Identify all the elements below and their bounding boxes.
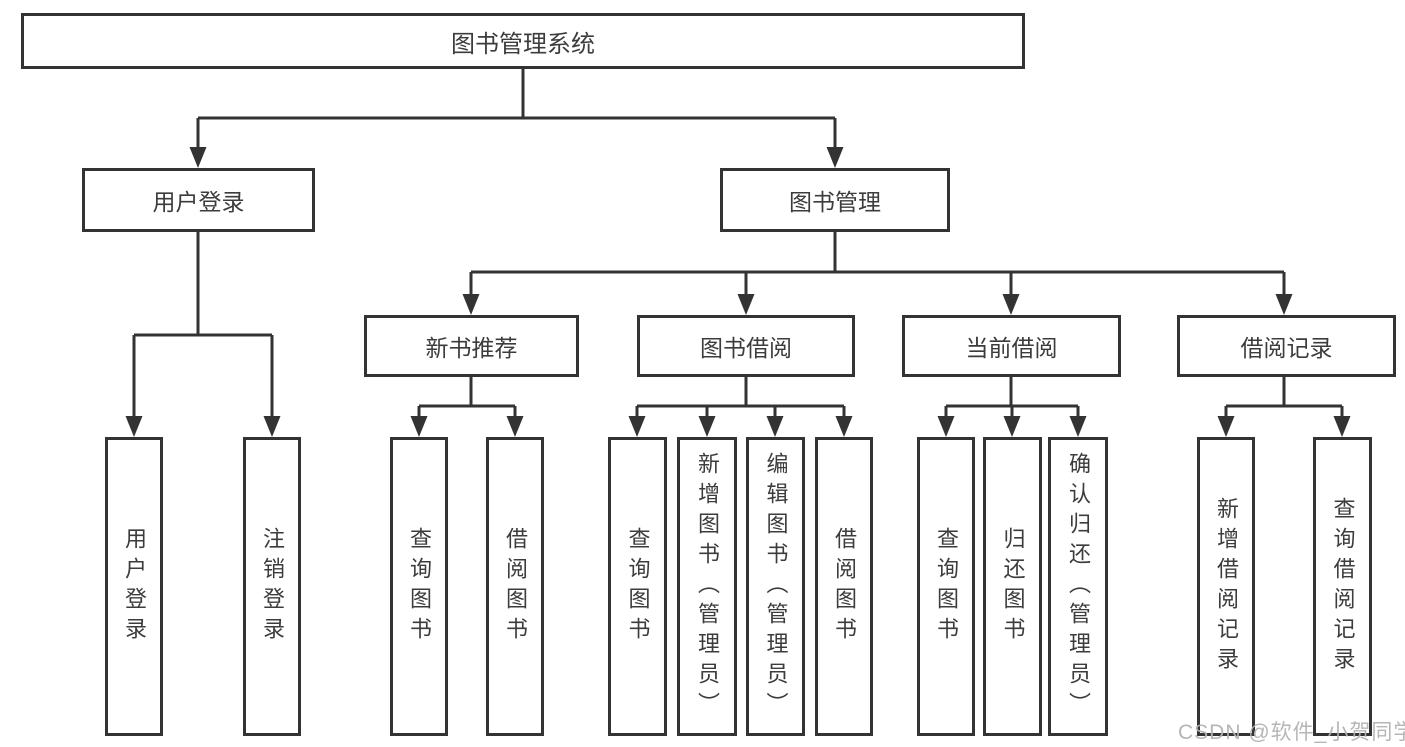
leaf-user-login-label: 用户登录 (122, 526, 147, 647)
node-borrow-records-label: 借阅记录 (1240, 335, 1333, 361)
node-borrow-records: 借阅记录 (1177, 315, 1396, 377)
leaf-confirm-return-admin: 确认归还（管理员） (1048, 437, 1108, 736)
leaf-return-book: 归还图书 (983, 437, 1042, 736)
node-book-borrow-label: 图书借阅 (700, 335, 792, 361)
leaf-query-books-borrow: 查询图书 (608, 437, 667, 736)
leaf-add-borrow-record-label: 新增借阅记录 (1214, 496, 1239, 677)
node-user-login-label: 用户登录 (152, 189, 245, 215)
node-user-login: 用户登录 (82, 168, 315, 232)
leaf-logout: 注销登录 (243, 437, 301, 736)
leaf-add-borrow-record: 新增借阅记录 (1197, 437, 1255, 736)
node-book-management-label: 图书管理 (789, 189, 881, 215)
leaf-logout-label: 注销登录 (260, 526, 285, 647)
leaf-query-books-recommend: 查询图书 (390, 437, 448, 736)
leaf-borrow-books-label: 借阅图书 (832, 526, 857, 647)
node-library-system-label: 图书管理系统 (451, 30, 595, 58)
leaf-query-books-borrow-label: 查询图书 (625, 526, 651, 647)
connector-path (132, 69, 1344, 421)
node-current-borrow: 当前借阅 (902, 315, 1121, 377)
csdn-watermark: CSDN @软件_小贺同学 (1178, 721, 1405, 744)
leaf-borrow-books: 借阅图书 (815, 437, 873, 736)
leaf-edit-book-admin-label: 编辑图书（管理员） (763, 451, 789, 722)
leaf-confirm-return-admin-label: 确认归还（管理员） (1066, 451, 1091, 722)
leaf-return-book-label: 归还图书 (1000, 526, 1026, 647)
leaf-query-books-current: 查询图书 (917, 437, 975, 736)
leaf-query-books-current-label: 查询图书 (934, 526, 959, 647)
leaf-add-book-admin: 新增图书（管理员） (677, 437, 737, 736)
node-new-book-recommend-label: 新书推荐 (425, 335, 518, 361)
node-book-management: 图书管理 (720, 168, 950, 232)
node-library-system: 图书管理系统 (21, 13, 1025, 69)
leaf-add-book-admin-label: 新增图书（管理员） (695, 451, 720, 722)
leaf-query-books-recommend-label: 查询图书 (407, 526, 432, 647)
leaf-edit-book-admin: 编辑图书（管理员） (746, 437, 805, 736)
arrowhead-icons (125, 147, 1351, 437)
leaf-borrow-books-recommend-label: 借阅图书 (503, 526, 528, 647)
leaf-query-borrow-record: 查询借阅记录 (1313, 437, 1372, 736)
node-book-borrow: 图书借阅 (637, 315, 855, 377)
leaf-borrow-books-recommend: 借阅图书 (486, 437, 544, 736)
leaf-user-login: 用户登录 (105, 437, 163, 736)
node-new-book-recommend: 新书推荐 (364, 315, 579, 377)
node-current-borrow-label: 当前借阅 (965, 335, 1058, 361)
leaf-query-borrow-record-label: 查询借阅记录 (1330, 496, 1356, 677)
